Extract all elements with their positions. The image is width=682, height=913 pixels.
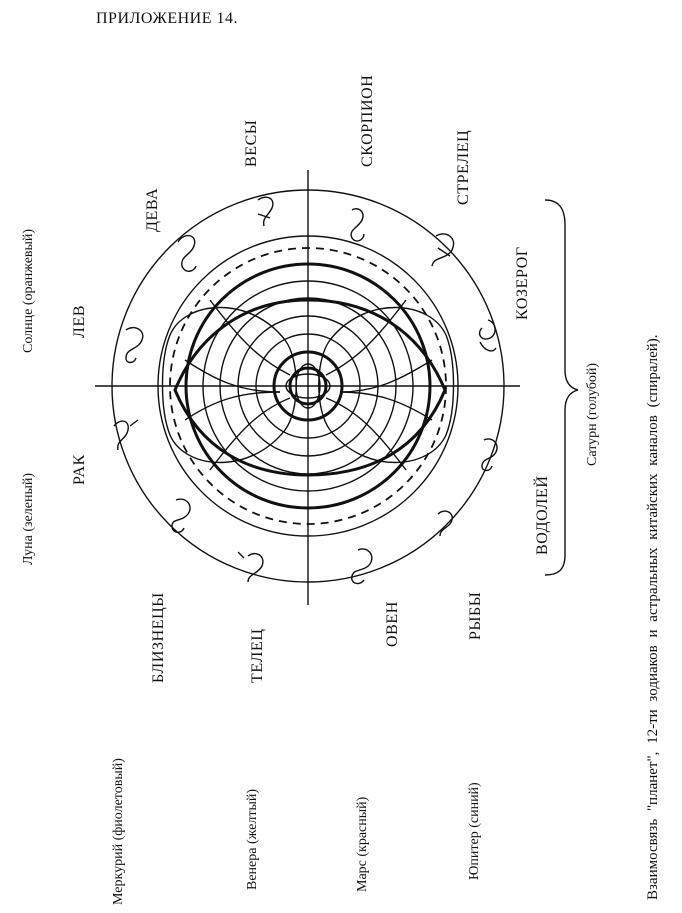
planet-label-moon: Луна (зеленый) — [21, 472, 36, 565]
sign-label-sagittarius: СТРЕЛЕЦ — [455, 129, 472, 205]
sign-label-capricorn: КОЗЕРОГ — [514, 246, 531, 320]
sign-label-scorpio: СКОРПИОН — [359, 74, 376, 167]
aries-glyph-icon — [351, 548, 373, 585]
pisces-glyph-icon — [437, 510, 453, 537]
planet-label-mercury: Меркурий (фиолетовый) — [111, 758, 126, 905]
planet-label-saturn: Сатурн (голубой) — [585, 362, 600, 466]
scorpio-glyph-icon — [350, 208, 365, 242]
sign-label-taurus: ТЕЛЕЦ — [249, 628, 266, 683]
virgo-glyph-icon — [177, 235, 197, 272]
sign-label-gemini: БЛИЗНЕЦЫ — [150, 592, 167, 683]
planet-label-venus: Венера (желтый) — [245, 788, 260, 890]
sign-label-pisces: РЫБЫ — [467, 591, 484, 640]
sign-label-aquarius: ВОДОЛЕЙ — [534, 475, 551, 555]
sagittarius-glyph-icon — [431, 233, 455, 267]
libra-glyph-icon — [257, 196, 274, 227]
axis-lines — [95, 170, 520, 605]
page-title: ПРИЛОЖЕНИЕ 14. — [96, 10, 239, 27]
gemini-glyph-icon — [171, 498, 191, 533]
taurus-glyph-icon — [237, 551, 264, 583]
outer-circle — [111, 189, 505, 583]
cancer-glyph-icon — [113, 419, 139, 451]
spiral-channels — [161, 298, 455, 477]
figure-caption: Взаимосвязь "планет", 12-ти зодиаков и а… — [645, 334, 661, 900]
sign-label-aries: ОВЕН — [384, 601, 401, 647]
capricorn-glyph-icon — [478, 319, 497, 352]
sign-label-cancer: РАК — [71, 454, 88, 485]
planet-label-jupiter: Юпитер (синий) — [467, 782, 482, 880]
sign-label-leo: ЛЕВ — [71, 304, 88, 338]
leo-glyph-icon — [125, 326, 144, 364]
bracket-top — [544, 199, 579, 576]
planet-label-mars: Марс (красный) — [355, 796, 370, 892]
planet-label-sun: Солнце (оранжевый) — [21, 228, 36, 353]
sign-label-virgo: ДЕВА — [144, 187, 161, 232]
zodiac-glyph-icons — [113, 196, 498, 585]
aquarius-glyph-icon — [481, 438, 498, 472]
sign-label-libra: ВЕСЫ — [243, 119, 260, 167]
